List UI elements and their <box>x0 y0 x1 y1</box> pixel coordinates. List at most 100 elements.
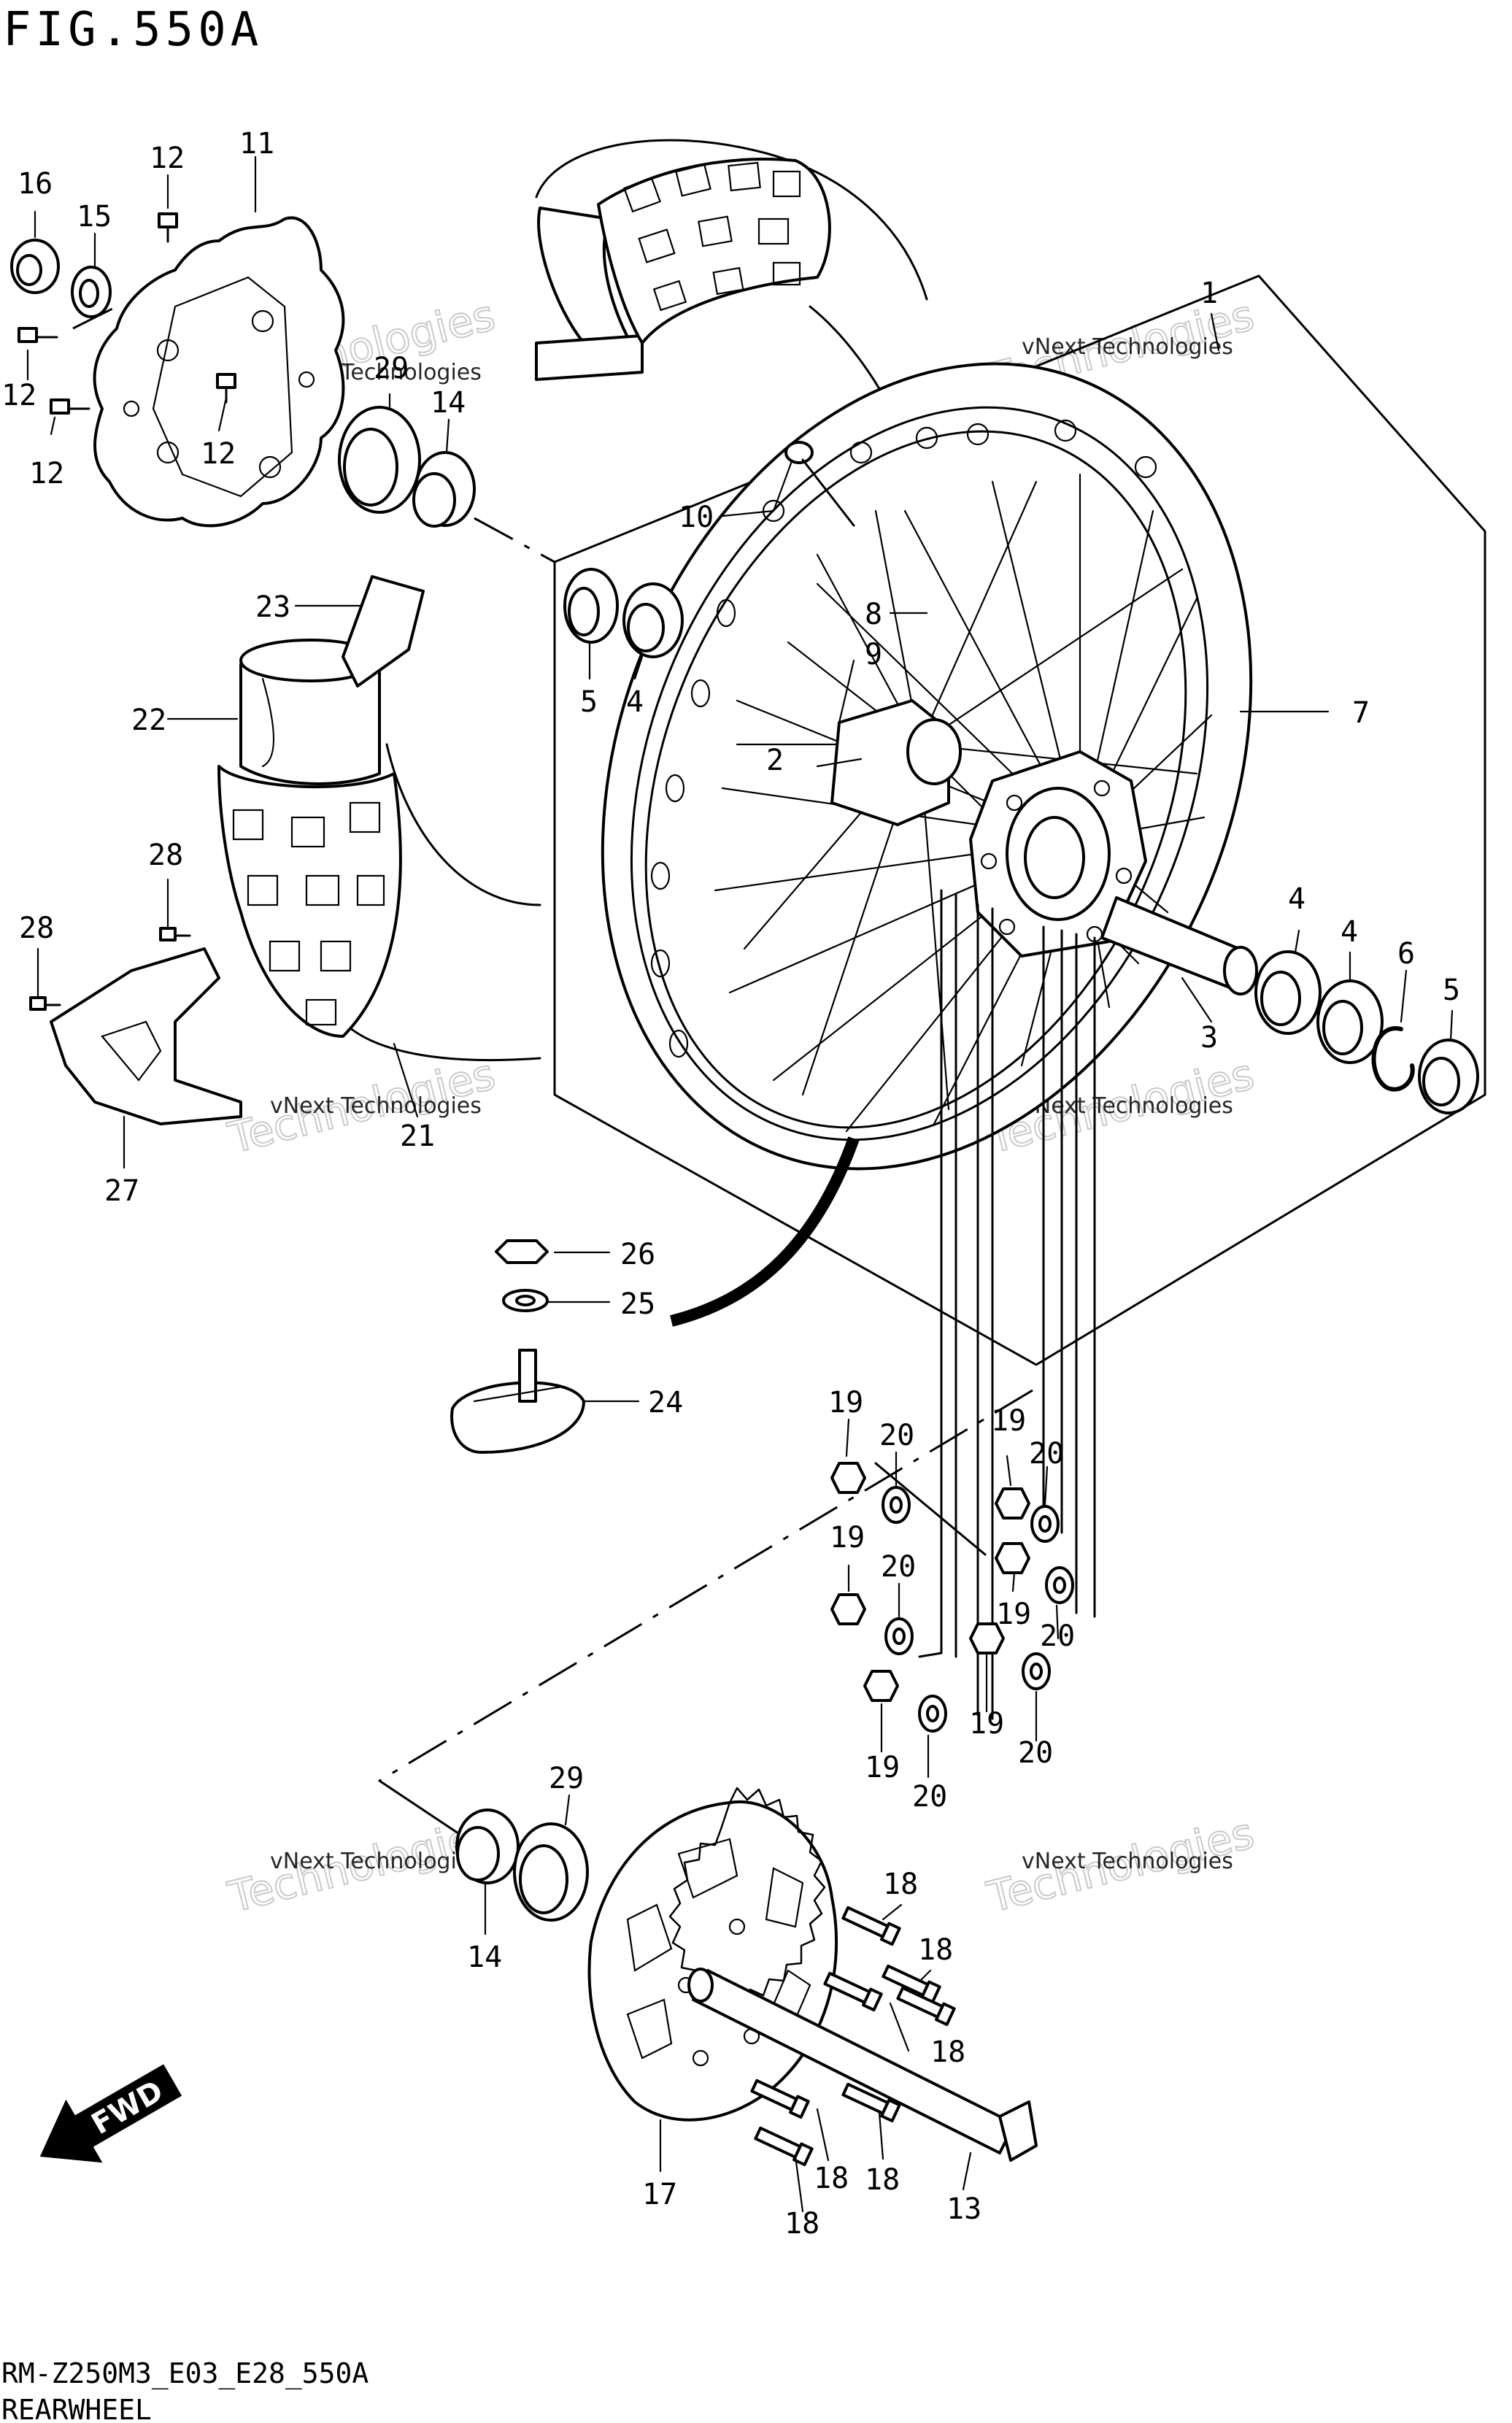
axis-line <box>72 305 117 330</box>
callout-6: 6 <box>1397 937 1415 971</box>
watermark-text: vNext Technologies <box>1022 1849 1233 1874</box>
oil-seal-5-right <box>1418 1039 1479 1114</box>
forward-arrow-icon: FWD <box>39 2064 182 2163</box>
axle-13 <box>687 1968 1038 2162</box>
callout-19-f: 19 <box>969 1707 1004 1741</box>
sprocket-guard-27 <box>50 947 242 1125</box>
callout-20-d: 20 <box>1040 1619 1075 1653</box>
callout-2: 2 <box>766 744 784 777</box>
leader-lines <box>26 155 1454 2213</box>
disc-bolts <box>18 212 236 415</box>
brake-disc <box>93 216 345 528</box>
callout-labels: 1 2 3 4 4 4 5 5 6 7 8 9 10 11 12 12 12 1… <box>1 127 1460 2241</box>
axis-line-lower <box>379 1389 1033 1782</box>
collar-14-bottom <box>455 1808 520 1884</box>
callout-10: 10 <box>679 501 714 534</box>
oil-seal-5-left <box>563 568 619 644</box>
tire-21-tread <box>217 765 402 1038</box>
callout-12-center: 12 <box>201 437 236 471</box>
axis-line <box>474 517 555 563</box>
callout-20-e: 20 <box>912 1780 947 1814</box>
callout-19-e: 19 <box>865 1751 900 1784</box>
fwd-label: FWD <box>86 2074 169 2141</box>
callout-12-left-a: 12 <box>1 379 36 412</box>
callout-4-left: 4 <box>626 685 644 719</box>
callout-8: 8 <box>865 598 882 631</box>
washer-15 <box>71 266 112 318</box>
watermark-text: vNext Technologies <box>1022 334 1233 360</box>
tire-21-lower <box>342 743 541 1062</box>
callout-3: 3 <box>1200 1021 1218 1055</box>
tire-section-top <box>535 139 928 410</box>
callout-28-a: 28 <box>148 839 183 872</box>
figure-title: FIG.550A <box>3 3 263 57</box>
callout-12-left-b: 12 <box>29 457 64 490</box>
callout-5-right: 5 <box>1443 974 1460 1007</box>
callout-14-bottom: 14 <box>467 1941 502 1974</box>
callout-15: 15 <box>77 200 112 234</box>
callout-26: 26 <box>620 1238 655 1271</box>
spoke-nipple-10 <box>784 441 855 527</box>
bearing-4-right-a <box>1254 950 1322 1035</box>
callout-24: 24 <box>648 1386 683 1419</box>
bearing-4-right-b <box>1316 979 1384 1064</box>
callout-29-bottom: 29 <box>549 1762 584 1795</box>
callout-12-top: 12 <box>150 142 185 175</box>
rim-lock-pointer <box>670 1136 860 1327</box>
callout-22: 22 <box>131 704 166 737</box>
washer-25 <box>502 1289 549 1312</box>
callout-18-e: 18 <box>865 2163 900 2197</box>
callout-20-a: 20 <box>879 1419 914 1452</box>
collar-14-top <box>412 451 476 528</box>
callout-18-c: 18 <box>930 2035 965 2069</box>
callout-23: 23 <box>255 590 290 624</box>
callout-19-a: 19 <box>828 1386 863 1419</box>
figure-code: RM-Z250M3_E03_E28_550A <box>1 2357 369 2390</box>
sprocket-bolts-18 <box>750 1906 956 2167</box>
figure-name: REARWHEEL <box>1 2394 152 2423</box>
callout-17: 17 <box>642 2178 677 2211</box>
callout-7: 7 <box>1352 696 1370 730</box>
callout-4-right-a: 4 <box>1288 882 1305 916</box>
callout-25: 25 <box>620 1287 655 1321</box>
washers-20 <box>882 1486 1074 1733</box>
dust-seal-29-bottom <box>513 1822 589 1922</box>
callout-19-d: 19 <box>996 1598 1031 1631</box>
nuts-19 <box>830 1462 1030 1702</box>
callout-5-left: 5 <box>580 685 598 719</box>
watermark-text: vNext Technologies <box>1022 1093 1233 1119</box>
callout-21: 21 <box>400 1120 435 1153</box>
callout-19-b: 19 <box>991 1404 1026 1438</box>
callout-27: 27 <box>104 1174 139 1208</box>
callout-20-b: 20 <box>1029 1437 1064 1471</box>
bearing-4-left <box>622 582 684 658</box>
rim-band-23 <box>342 575 425 687</box>
callout-18-d: 18 <box>814 2162 849 2195</box>
callout-16: 16 <box>18 167 53 201</box>
rear-sprocket-17 <box>587 1787 838 2122</box>
rim-lock-24 <box>450 1349 585 1454</box>
circlip-6 <box>1371 1026 1415 1092</box>
callout-14-top: 14 <box>431 386 466 420</box>
nut-16 <box>10 239 60 294</box>
callout-9: 9 <box>865 638 882 671</box>
callout-29-top: 29 <box>374 352 409 385</box>
guard-bolts-28 <box>29 927 191 1011</box>
spacer-3 <box>1100 896 1258 995</box>
axis-line-lower-end <box>378 1779 468 1841</box>
tube-22 <box>239 639 381 785</box>
wheel-assembly-boundary <box>553 274 1486 1366</box>
callout-4-right-b: 4 <box>1341 915 1358 949</box>
callout-18-f: 18 <box>784 2207 819 2241</box>
hub-2 <box>830 699 1147 958</box>
dust-seal-29-top <box>338 406 421 514</box>
callout-18-a: 18 <box>883 1868 918 1901</box>
callout-13: 13 <box>946 2192 981 2226</box>
callout-1: 1 <box>1200 277 1218 310</box>
watermark-text: vNext Technologies <box>270 1849 482 1874</box>
callout-20-f: 20 <box>1018 1736 1053 1770</box>
callout-19-c: 19 <box>830 1521 865 1555</box>
callout-20-c: 20 <box>881 1550 916 1584</box>
callout-11: 11 <box>239 127 274 161</box>
